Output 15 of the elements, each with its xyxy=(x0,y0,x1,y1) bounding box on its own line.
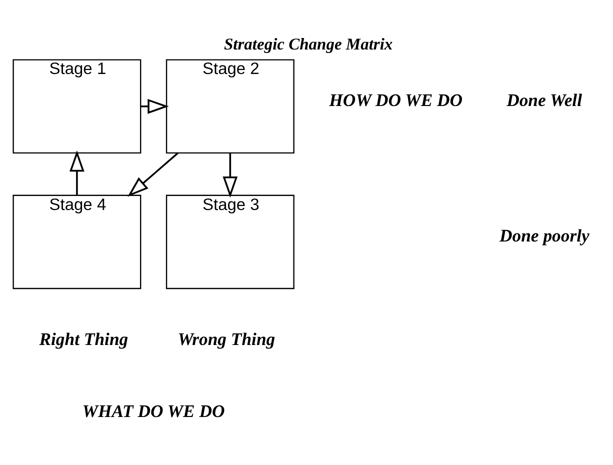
node-box: Stage 2 xyxy=(166,59,294,154)
node-box: Stage 4 xyxy=(12,194,142,290)
label: HOW DO WE DO xyxy=(329,90,463,110)
arrow xyxy=(70,150,84,196)
node-box: Stage 3 xyxy=(166,194,294,290)
label: Wrong Thing xyxy=(178,329,276,350)
label: Done Well xyxy=(506,90,582,110)
diagram-title: Strategic Change Matrix xyxy=(224,34,393,54)
arrow xyxy=(128,152,178,197)
arrow xyxy=(140,98,169,114)
label: Done poorly xyxy=(500,225,590,246)
label: WHAT DO WE DO xyxy=(82,400,225,421)
arrow xyxy=(222,153,238,198)
node-box: Stage 1 xyxy=(12,59,142,154)
label: Right Thing xyxy=(39,329,128,350)
